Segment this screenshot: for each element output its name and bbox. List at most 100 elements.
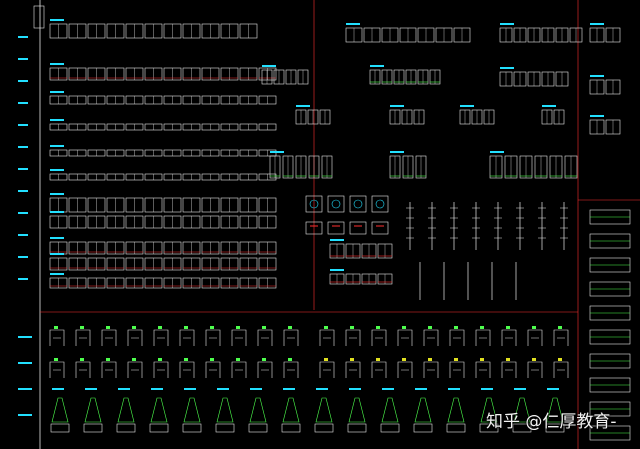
- appliance-lower: [371, 221, 389, 235]
- profile-section: [527, 329, 543, 346]
- profile-section: [127, 329, 143, 346]
- profile-section: [397, 361, 413, 378]
- plinth-detail: [315, 397, 333, 423]
- dimension-label: [590, 115, 604, 117]
- plinth-base: [116, 423, 136, 433]
- dimension-label: [18, 190, 28, 192]
- profile-section: [475, 361, 491, 378]
- dimension-label: [370, 65, 384, 67]
- dimension-label: [18, 212, 28, 214]
- profile-section: [179, 329, 195, 346]
- profile-marker: [480, 358, 484, 361]
- profile-marker: [236, 326, 240, 329]
- dimension-label: [18, 256, 28, 258]
- plinth-detail: [249, 397, 267, 423]
- profile-marker: [106, 358, 110, 361]
- profile-marker: [402, 326, 406, 329]
- profile-section: [449, 329, 465, 346]
- profile-section: [449, 361, 465, 378]
- dimension-label: [448, 388, 460, 390]
- profile-marker: [288, 326, 292, 329]
- profile-marker: [506, 326, 510, 329]
- profile-marker: [454, 326, 458, 329]
- dimension-label: [481, 388, 493, 390]
- plinth-base: [182, 423, 202, 433]
- profile-section: [101, 329, 117, 346]
- profile-marker: [158, 358, 162, 361]
- profile-section: [319, 329, 335, 346]
- dimension-label: [330, 269, 344, 271]
- dimension-label: [18, 124, 28, 126]
- dimension-label: [500, 23, 514, 25]
- plinth-detail: [546, 397, 564, 423]
- watermark-text: 知乎 @仁厚教育-: [486, 412, 617, 432]
- profile-marker: [350, 358, 354, 361]
- profile-section: [283, 361, 299, 378]
- appliance-lower: [349, 221, 367, 235]
- plinth-detail: [282, 397, 300, 423]
- profile-marker: [428, 358, 432, 361]
- dimension-label: [50, 63, 64, 65]
- profile-section: [205, 361, 221, 378]
- dimension-label: [85, 388, 97, 390]
- dimension-label: [18, 414, 32, 416]
- plinth-base: [149, 423, 169, 433]
- plinth-detail: [480, 397, 498, 423]
- dimension-label: [18, 146, 28, 148]
- appliance-elevation: [305, 195, 323, 213]
- profile-marker: [454, 358, 458, 361]
- profile-section: [75, 361, 91, 378]
- dimension-label: [50, 19, 64, 21]
- dimension-label: [217, 388, 229, 390]
- profile-section: [397, 329, 413, 346]
- dimension-label: [50, 253, 64, 255]
- profile-marker: [288, 358, 292, 361]
- plinth-detail: [150, 397, 168, 423]
- dimension-label: [460, 105, 474, 107]
- profile-marker: [480, 326, 484, 329]
- appliance-dial: [331, 199, 341, 209]
- dimension-label: [184, 388, 196, 390]
- profile-marker: [54, 326, 58, 329]
- plinth-base: [281, 423, 301, 433]
- profile-section: [501, 361, 517, 378]
- profile-marker: [236, 358, 240, 361]
- profile-marker: [558, 358, 562, 361]
- plinth-base: [314, 423, 334, 433]
- dimension-label: [490, 151, 504, 153]
- profile-marker: [158, 326, 162, 329]
- dimension-label: [547, 388, 559, 390]
- profile-section: [231, 329, 247, 346]
- profile-marker: [54, 358, 58, 361]
- profile-marker: [210, 358, 214, 361]
- profile-section: [179, 361, 195, 378]
- dimension-label: [18, 102, 28, 104]
- profile-section: [345, 329, 361, 346]
- dimension-label: [151, 388, 163, 390]
- profile-section: [257, 329, 273, 346]
- dimension-label: [18, 336, 32, 338]
- dimension-label: [590, 23, 604, 25]
- dimension-label: [50, 237, 64, 239]
- profile-marker: [376, 326, 380, 329]
- dimension-label: [415, 388, 427, 390]
- profile-marker: [132, 358, 136, 361]
- profile-marker: [80, 326, 84, 329]
- plinth-detail: [447, 397, 465, 423]
- plinth-base: [83, 423, 103, 433]
- profile-marker: [428, 326, 432, 329]
- dimension-label: [283, 388, 295, 390]
- appliance-dial: [353, 199, 363, 209]
- appliance-elevation: [349, 195, 367, 213]
- profile-section: [319, 361, 335, 378]
- dimension-label: [18, 278, 28, 280]
- dimension-label: [18, 168, 28, 170]
- profile-marker: [558, 326, 562, 329]
- plinth-base: [479, 423, 499, 433]
- profile-section: [127, 361, 143, 378]
- plinth-detail: [513, 397, 531, 423]
- dimension-label: [50, 273, 64, 275]
- profile-marker: [532, 358, 536, 361]
